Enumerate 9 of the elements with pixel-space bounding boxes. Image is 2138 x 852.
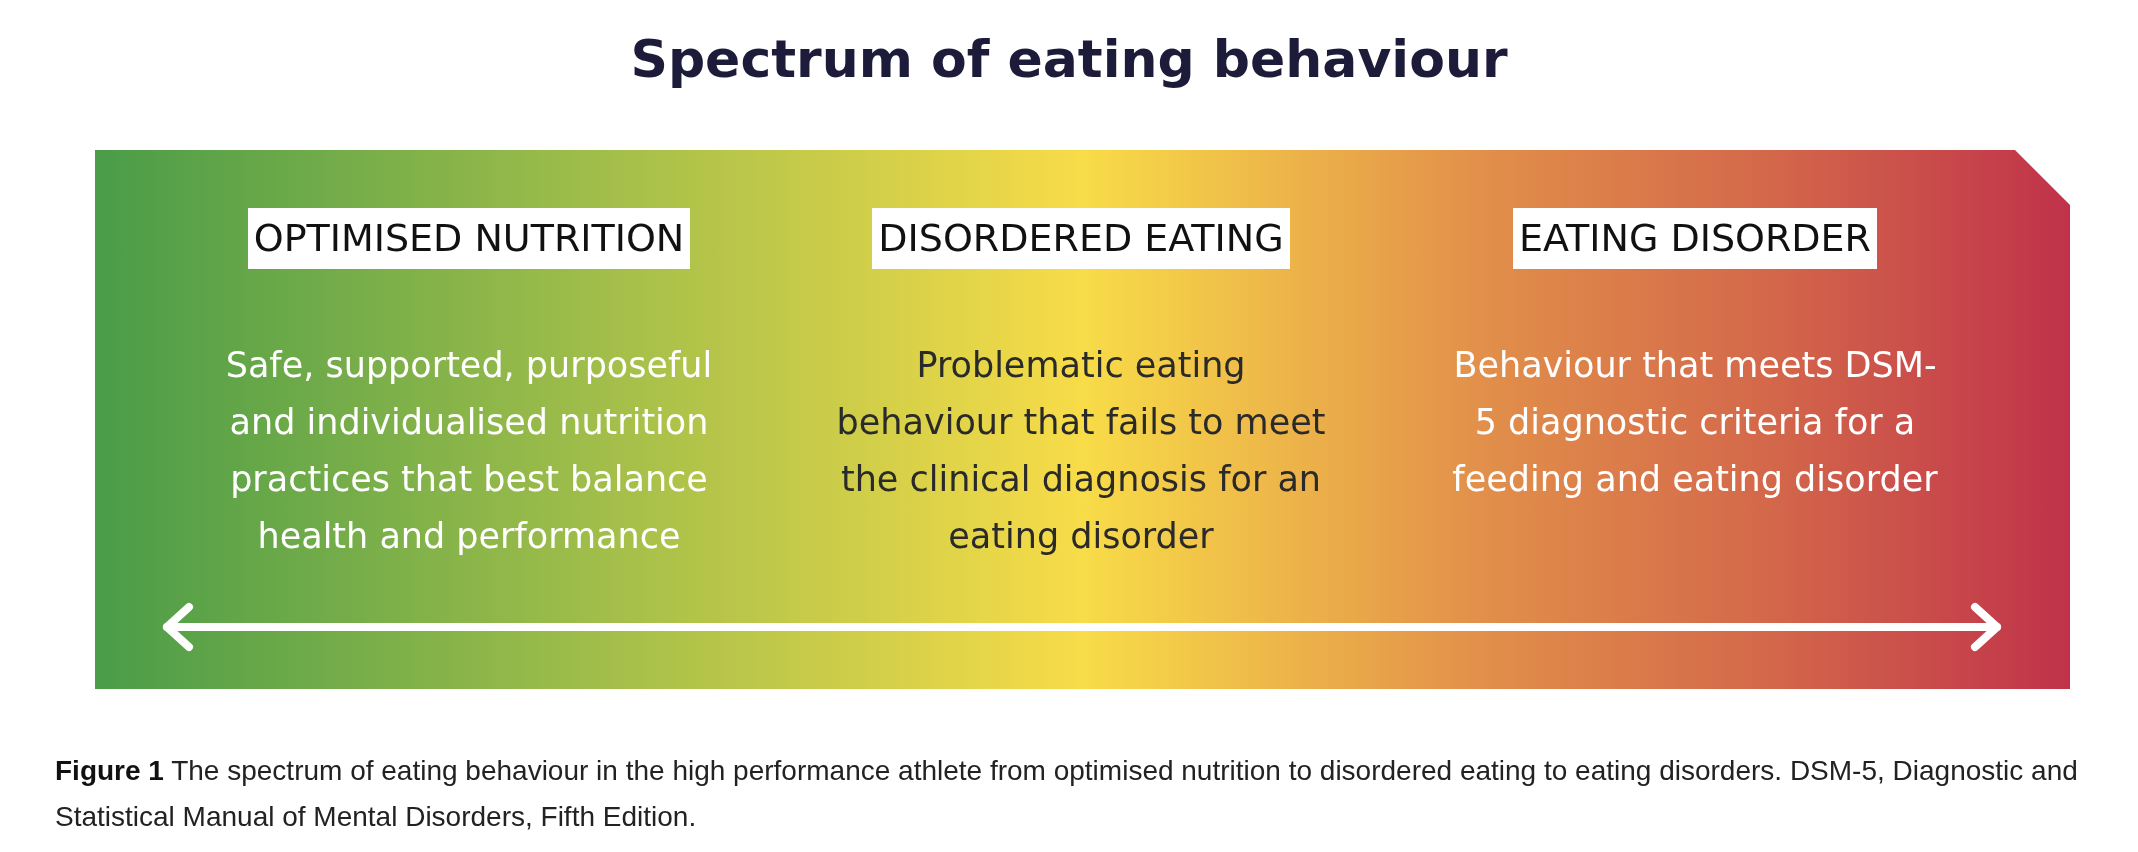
category-heading: OPTIMISED NUTRITION — [247, 208, 691, 270]
diagram-title: Spectrum of eating behaviour — [630, 29, 1508, 89]
category-heading: EATING DISORDER — [1513, 208, 1877, 270]
category-description: Problematic eating behaviour that fails to meet the clinical diagnosis for an eating disorder — [835, 344, 1327, 559]
figure-caption: Figure 1 The spectrum of eating behaviour in the high performance athlete from optimised nutrition to disordered eating to eating disorders. DSM-5, Diagnostic and Statistical Manual of Mental Disorders, Fifth Edition. — [55, 754, 2079, 834]
category-description: Behaviour that meets DSM-5 diagnostic criteria for a feeding and eating disorder — [1451, 344, 1939, 502]
category-heading: DISORDERED EATING — [872, 208, 1290, 270]
category-description: Safe, supported, purposeful and individualised nutrition practices that best balance health and performance — [224, 344, 714, 559]
spectrum-gradient-band — [95, 150, 2070, 689]
